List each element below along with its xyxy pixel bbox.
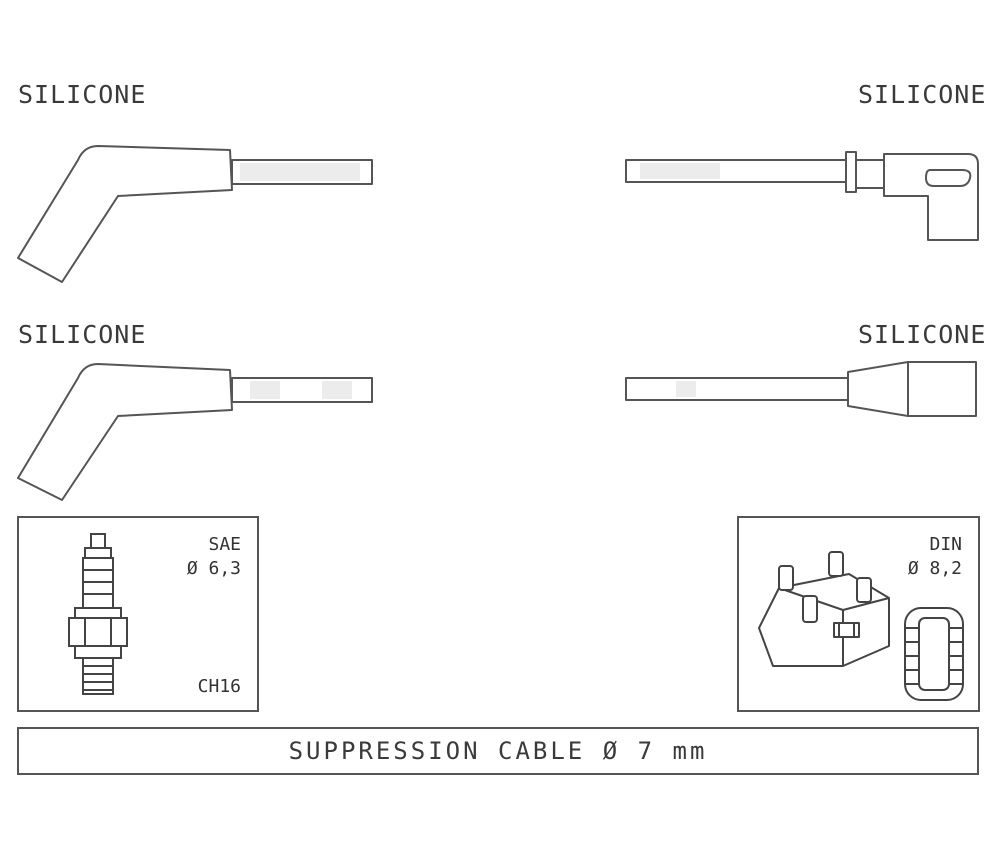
label-silicone-top-right: SILICONE bbox=[858, 80, 987, 109]
coil-terminal-top-right bbox=[625, 151, 979, 241]
spark-plug-box: SAE Ø 6,3 CH16 bbox=[17, 516, 259, 712]
spark-plug-icon bbox=[68, 533, 128, 695]
angled-boot-mid-left bbox=[17, 363, 373, 501]
angled-boot-top-left bbox=[17, 145, 373, 283]
straight-boot-mid-right bbox=[625, 361, 977, 417]
sae-label: SAE bbox=[208, 534, 241, 555]
suppression-cable-banner: SUPPRESSION CABLE Ø 7 mm bbox=[17, 727, 979, 775]
ignition-coil-icon bbox=[758, 551, 964, 701]
din-label: DIN bbox=[929, 534, 962, 555]
ignition-coil-box: DIN Ø 8,2 bbox=[737, 516, 980, 712]
spark-plug-code: CH16 bbox=[197, 676, 241, 697]
din-diameter: Ø 8,2 bbox=[907, 558, 962, 579]
label-silicone-mid-left: SILICONE bbox=[18, 320, 147, 349]
sae-diameter: Ø 6,3 bbox=[186, 558, 241, 579]
label-silicone-top-left: SILICONE bbox=[18, 80, 147, 109]
label-silicone-mid-right: SILICONE bbox=[858, 320, 987, 349]
